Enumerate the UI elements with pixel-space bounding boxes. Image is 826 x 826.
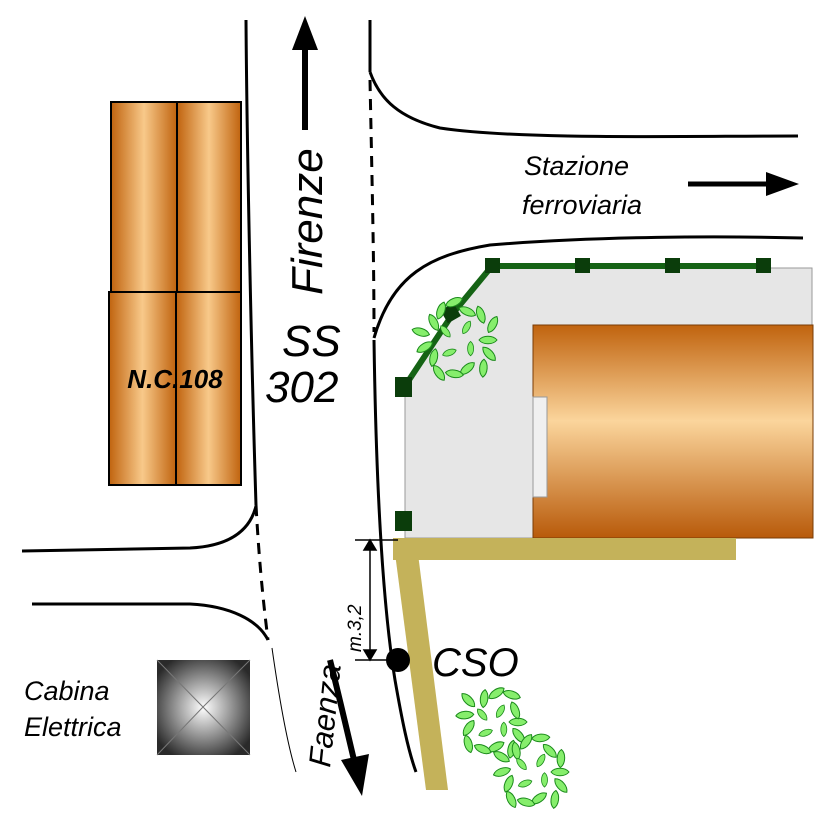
station-road-south-edge xyxy=(372,235,804,339)
building-block-nw xyxy=(110,101,178,293)
tree-leaf xyxy=(541,772,548,788)
fence-post xyxy=(575,258,590,273)
fence-post xyxy=(395,511,412,531)
tree-leaf xyxy=(507,700,523,721)
electric-cabin-icon xyxy=(156,659,251,756)
road-east-edge-south xyxy=(372,339,418,773)
cabina-label: Cabina xyxy=(24,676,110,706)
road-east-edge-gap xyxy=(368,79,376,333)
tree-leaf xyxy=(534,752,548,769)
fence-post xyxy=(395,377,412,397)
tree-leaf xyxy=(549,789,561,810)
fence-post xyxy=(756,258,771,273)
road-west-edge-north xyxy=(244,19,258,506)
building-nc108 xyxy=(108,101,242,486)
firenze-label: Firenze xyxy=(283,148,332,295)
road-lines xyxy=(21,19,804,773)
fence-post xyxy=(485,258,500,273)
stazione-label: Stazione xyxy=(524,151,629,181)
arrow-right-icon xyxy=(688,172,799,196)
building-block-se xyxy=(175,291,242,486)
filled-circle-icon xyxy=(386,648,410,672)
fence-post xyxy=(665,258,680,273)
main-building xyxy=(532,324,814,539)
tree-leaf xyxy=(458,690,478,710)
tree-leaf xyxy=(501,688,522,702)
tree-leaf xyxy=(454,710,475,721)
ss-label: SS xyxy=(282,317,341,366)
tree-leaf xyxy=(503,789,520,810)
faenza-label: Faenza xyxy=(302,662,348,768)
building-label: N.C.108 xyxy=(127,364,223,394)
tree-leaf xyxy=(472,741,493,757)
tree-leaf xyxy=(556,748,566,769)
station-road-north-edge xyxy=(368,71,799,139)
cabin-bevel xyxy=(156,659,251,756)
building-annex xyxy=(532,396,548,498)
distance-label: m.3,2 xyxy=(345,604,366,652)
arrow-down-icon xyxy=(327,659,369,796)
tree-leaf xyxy=(478,335,498,345)
cso-label: CSO xyxy=(432,641,519,685)
tree-leaf xyxy=(500,721,508,738)
building-block-ne xyxy=(176,101,242,293)
west-road-south-edge xyxy=(32,602,270,641)
tan-wall-diagonal xyxy=(393,538,448,790)
tree-leaf xyxy=(514,756,529,772)
fence-line xyxy=(402,263,764,388)
site-yard xyxy=(404,267,814,539)
tan-wall xyxy=(393,538,736,790)
tree-leaf xyxy=(460,717,478,739)
tree-leaf xyxy=(467,340,475,357)
arrow-up-icon xyxy=(292,16,318,130)
tan-wall-horizontal xyxy=(393,538,736,560)
ferroviaria-label: ferroviaria xyxy=(522,190,642,220)
ss-number-label: 302 xyxy=(265,363,338,412)
green-fence xyxy=(395,258,771,531)
tree-leaf xyxy=(516,777,534,790)
tree-leaf xyxy=(550,767,570,777)
tree-leaf xyxy=(410,325,431,339)
west-road-north-edge xyxy=(21,505,258,553)
tree-leaf xyxy=(461,733,475,755)
road-west-edge-gap xyxy=(254,504,270,641)
distance-dimension xyxy=(355,538,398,662)
tree-leaf xyxy=(477,727,494,739)
tree-leaf xyxy=(531,733,551,743)
tree-leaf xyxy=(515,795,537,809)
tree-leaf xyxy=(501,773,517,794)
tree-leaf xyxy=(508,717,528,727)
tree-leaf xyxy=(493,703,507,720)
elettrica-label: Elettrica xyxy=(24,712,122,742)
tree-leaf xyxy=(474,706,490,723)
tree-leaf xyxy=(478,688,490,709)
thin-path xyxy=(271,647,297,773)
